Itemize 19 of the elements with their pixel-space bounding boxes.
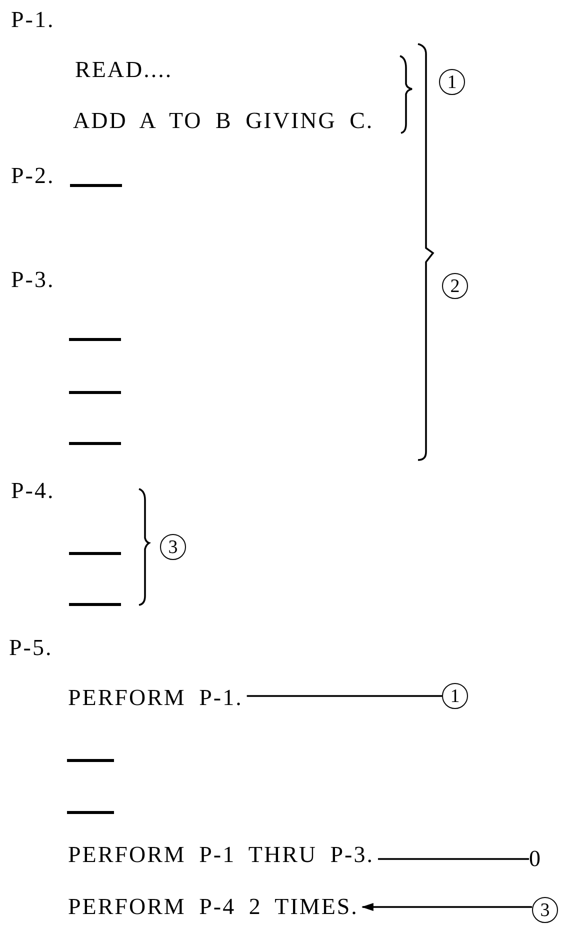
code-text: PERFORM P-1 THRU P-3. [68,842,374,868]
code-text: P-3. [11,267,55,293]
circled-number: 2 [442,273,468,299]
code-text: PERFORM P-4 2 TIMES. [68,894,358,920]
code-text: P-4. [11,478,55,504]
code-text: READ.... [75,57,173,83]
circled-number: 3 [160,534,186,560]
code-text: 0 [529,846,542,872]
code-text: P-5. [9,635,53,661]
leader-line [246,695,442,697]
code-text: P-1. [11,7,55,33]
circled-number: 3 [532,897,558,923]
leader-line [378,858,529,860]
circled-number: 1 [439,69,465,95]
code-text: ADD A TO B GIVING C. [73,108,374,134]
code-text: P-2. [11,163,55,189]
arrow [361,903,532,911]
circled-number: 1 [442,683,468,709]
code-text: PERFORM P-1. [68,685,243,711]
